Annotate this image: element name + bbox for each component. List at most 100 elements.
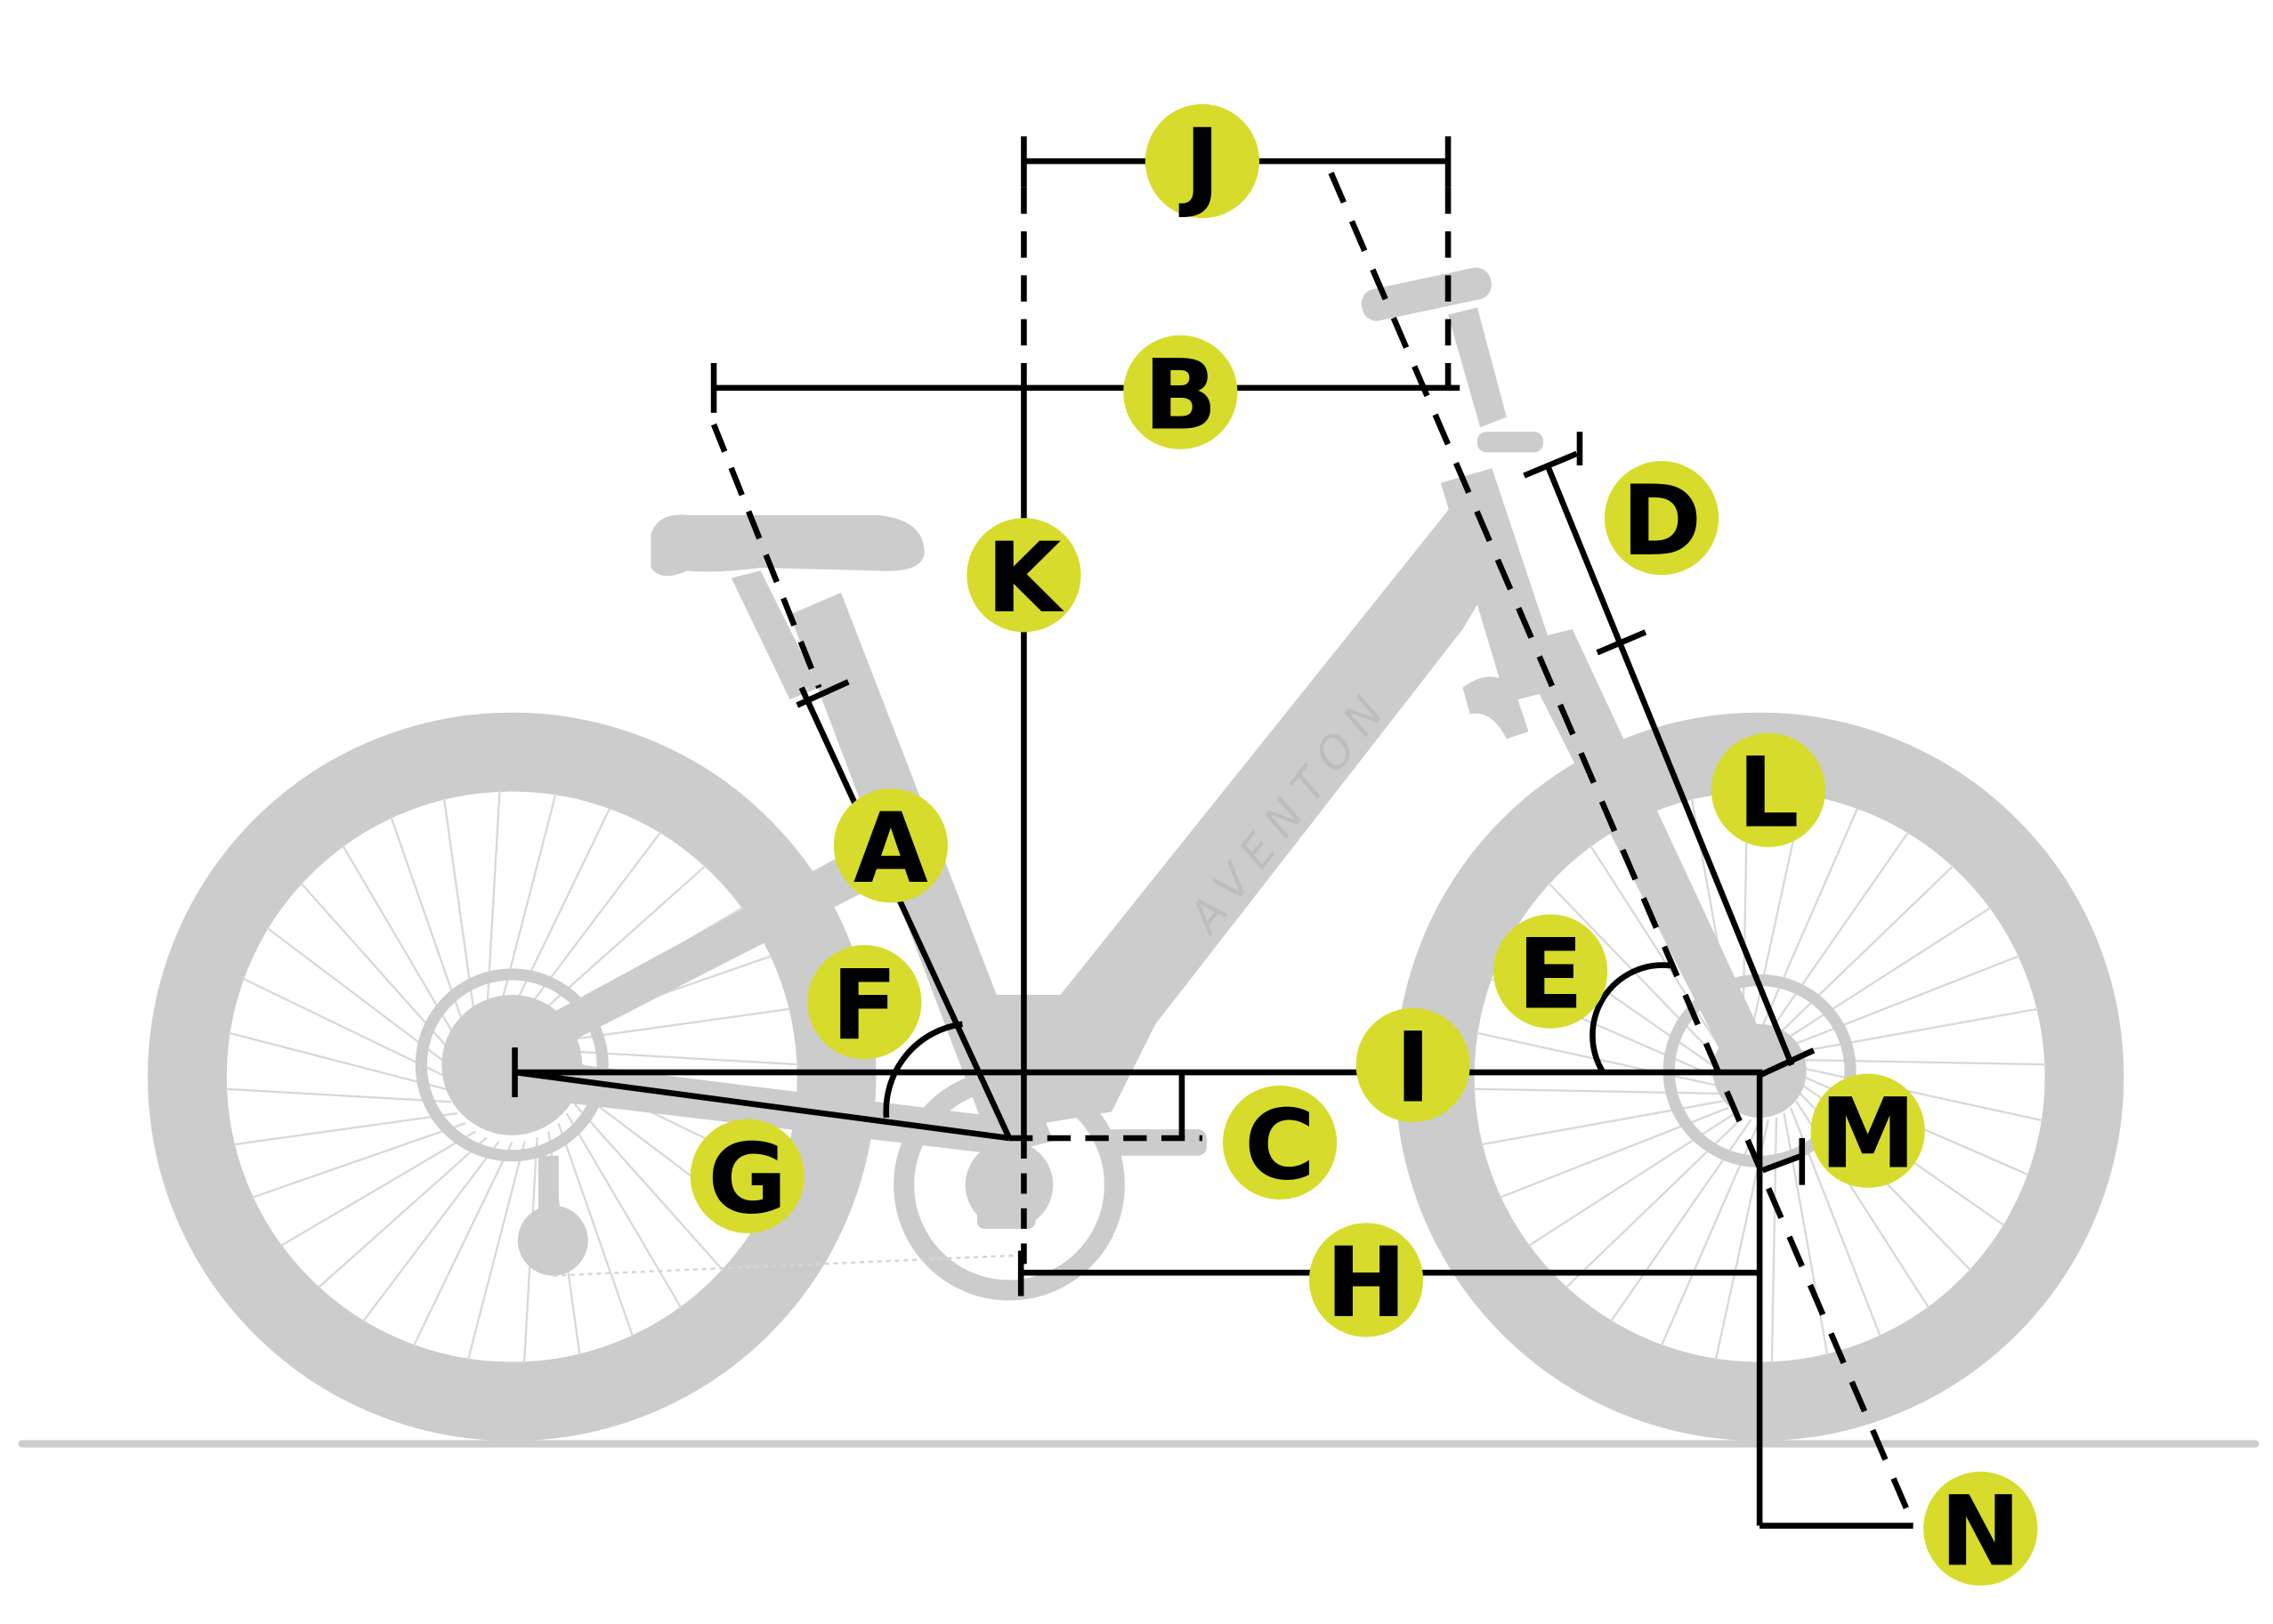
stem: [1448, 307, 1507, 428]
marker-i: I: [1355, 1007, 1470, 1125]
marker-m: M: [1810, 1073, 1925, 1191]
marker-j: J: [1145, 104, 1260, 221]
marker-circle: [1604, 461, 1719, 576]
marker-circle: [1308, 1223, 1424, 1337]
marker-circle: [807, 945, 922, 1060]
spoke: [466, 1141, 526, 1361]
marker-label: F: [831, 949, 897, 1062]
spoke: [279, 1130, 476, 1248]
marker-circle: [1123, 335, 1238, 449]
spoke: [251, 1122, 466, 1199]
spoke: [266, 926, 449, 1065]
chainring: [894, 1069, 1125, 1301]
marker-d: D: [1604, 461, 1719, 578]
spoke: [1759, 806, 1859, 1034]
line-d-tick-top: [1523, 450, 1578, 479]
down-tube: [965, 482, 1507, 1127]
bike-silhouette: [147, 267, 2124, 1442]
arc-f: [883, 1021, 963, 1119]
marker-a: A: [833, 788, 948, 905]
seat-post: [731, 570, 820, 699]
marker-label: J: [1178, 108, 1220, 221]
spoke: [412, 1142, 514, 1347]
marker-k: K: [967, 518, 1081, 634]
spoke: [1527, 1112, 1736, 1248]
line-d: [1544, 464, 1795, 1067]
marker-label: C: [1244, 1089, 1315, 1202]
spoke: [1770, 1117, 1778, 1363]
spoke: [1795, 1007, 2039, 1054]
marker-n: N: [1923, 1471, 2038, 1588]
spoke: [1589, 844, 1725, 1054]
marker-circle: [690, 1119, 805, 1233]
saddle: [651, 514, 925, 577]
marker-e: E: [1493, 914, 1608, 1030]
marker-label: B: [1144, 339, 1217, 452]
spoke: [225, 1087, 451, 1103]
geometry-lines: [512, 136, 1913, 1529]
marker-b: B: [1123, 335, 1238, 452]
dash-seat-tube: [710, 423, 822, 690]
marker-label: L: [1737, 737, 1799, 850]
handlebar: [1361, 267, 1492, 321]
spoke: [572, 1050, 799, 1066]
marker-label: E: [1517, 917, 1583, 1030]
marker-circle: [1355, 1007, 1470, 1122]
spoke: [557, 1122, 635, 1337]
marker-label: D: [1622, 465, 1702, 578]
spoke: [1767, 831, 1910, 1035]
spoke: [1565, 1116, 1744, 1289]
marker-label: M: [1820, 1078, 1916, 1191]
marker-f: F: [807, 945, 922, 1062]
marker-c: C: [1222, 1085, 1338, 1202]
arc-e: [1589, 962, 1671, 1074]
line-m-offset: [1761, 1152, 1803, 1174]
spoke: [317, 1136, 488, 1289]
rear-brake-rotor: [415, 968, 609, 1162]
marker-circle: [967, 518, 1081, 633]
fork-detail: [1462, 676, 1529, 739]
marker-label: G: [708, 1123, 787, 1236]
spoke: [228, 1031, 448, 1091]
spoke: [1790, 955, 2020, 1047]
line-g: [514, 1069, 1010, 1142]
crank-arm: [1104, 1129, 1207, 1156]
dash-steering-axis: [1328, 171, 1912, 1515]
marker-label: I: [1395, 1012, 1430, 1125]
seatstay: [505, 855, 863, 1061]
derailleur-hanger: [538, 1155, 559, 1229]
spoke: [1783, 906, 1992, 1041]
marker-l: L: [1711, 732, 1826, 850]
spoke: [1800, 1058, 2046, 1066]
line-a: [798, 686, 1013, 1140]
line-a-tick: [796, 679, 850, 708]
marker-label: H: [1326, 1226, 1407, 1339]
marker-label: K: [986, 521, 1064, 634]
spoke: [1802, 1067, 2043, 1122]
spoke: [1776, 864, 1954, 1038]
label-markers: J BK D L AF EIC G M H N: [690, 104, 2038, 1588]
marker-circle: [1493, 914, 1608, 1029]
spoke: [565, 1112, 683, 1309]
rear-tire: [147, 712, 877, 1442]
line-d-tick-mid: [1596, 629, 1647, 656]
spoke: [571, 1101, 724, 1272]
marker-circle: [1222, 1085, 1338, 1200]
spoke: [361, 1140, 500, 1322]
fork: [1514, 629, 1777, 1090]
marker-circle: [1810, 1073, 1925, 1188]
marker-label: N: [1940, 1475, 2021, 1588]
marker-h: H: [1308, 1223, 1424, 1339]
marker-circle: [1923, 1471, 2038, 1586]
marker-label: A: [853, 792, 928, 905]
marker-g: G: [690, 1119, 805, 1236]
brake-lever: [1476, 432, 1543, 453]
spoke: [1473, 1087, 1719, 1095]
marker-circle: [1145, 104, 1260, 219]
pedal: [976, 1202, 1036, 1229]
spoke: [242, 977, 447, 1079]
line-m: [1758, 1047, 1816, 1079]
spoke: [566, 1007, 791, 1042]
spoke: [233, 1111, 457, 1146]
